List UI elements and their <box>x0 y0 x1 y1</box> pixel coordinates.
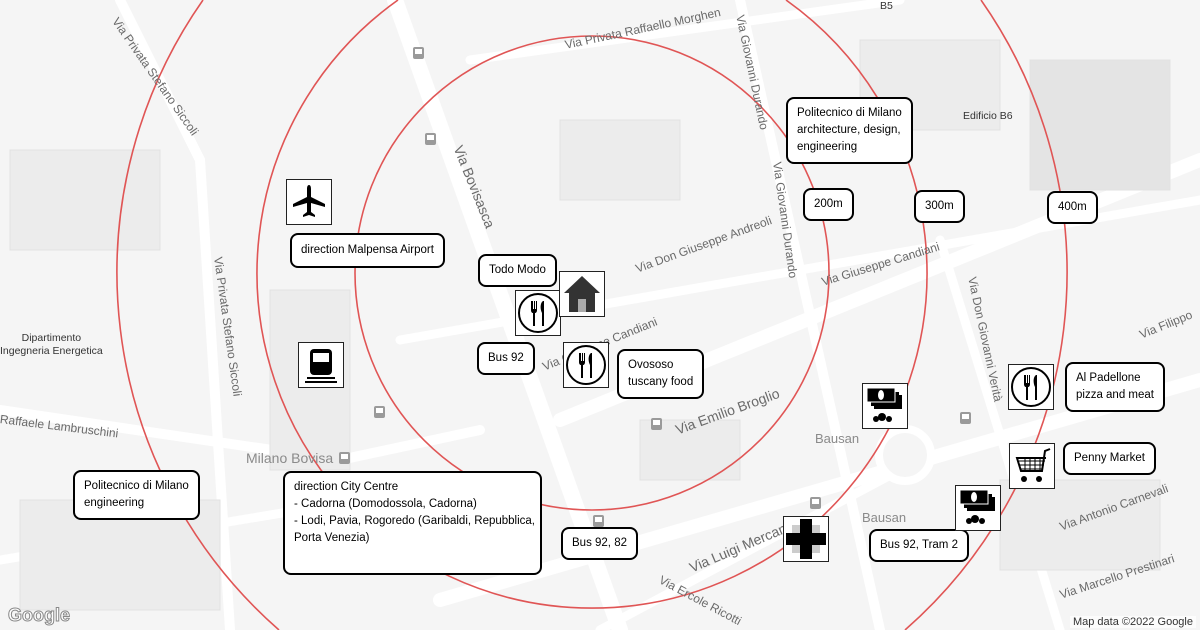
road <box>115 0 235 630</box>
label-200m: 200m <box>803 188 854 221</box>
label-bus-92-tram-2: Bus 92, Tram 2 <box>869 529 969 562</box>
bus-stop-icon[interactable] <box>374 406 385 418</box>
restaurant-icon[interactable] <box>1008 364 1054 410</box>
map-attribution[interactable]: Map data ©2022 Google <box>1069 616 1196 628</box>
bus-stop-icon[interactable] <box>960 412 971 424</box>
label-300m: 300m <box>914 190 965 223</box>
poi-bausan[interactable]: Bausan <box>862 510 907 525</box>
train-station-icon[interactable] <box>339 452 350 464</box>
poi-milano-bovisa[interactable]: Milano Bovisa <box>246 450 334 466</box>
bus-stop-icon[interactable] <box>593 515 604 527</box>
radius-ring-400m <box>116 0 280 630</box>
bus-stop-icon[interactable] <box>413 47 424 59</box>
hospital-icon[interactable] <box>783 516 829 562</box>
radius-ring-300m <box>256 0 928 609</box>
label-polimi-engineering: Politecnico di Milano engineering <box>73 470 200 520</box>
roundabout <box>875 425 935 485</box>
road <box>935 235 1065 630</box>
poi-bausan[interactable]: Bausan <box>815 431 860 446</box>
bus-stop-icon[interactable] <box>425 133 436 145</box>
label-al-padellone: Al Padellone pizza and meat <box>1065 362 1165 412</box>
atm-icon[interactable] <box>955 485 1001 531</box>
building <box>9 149 161 251</box>
bus-stop-icon[interactable] <box>651 418 662 430</box>
bus-stop-icon[interactable] <box>810 497 821 509</box>
road <box>465 0 905 65</box>
shopping-cart-icon[interactable] <box>1009 443 1055 489</box>
poi-edificio-b6[interactable]: Edificio B6 <box>963 110 1013 122</box>
label-malpensa: direction Malpensa Airport <box>290 233 445 268</box>
label-bus-92: Bus 92 <box>477 342 535 375</box>
radius-ring-400m <box>904 0 1068 630</box>
building <box>1029 59 1171 191</box>
building <box>559 119 681 201</box>
train-icon[interactable] <box>298 342 344 388</box>
label-city-centre: direction City Centre - Cadorna (Domodos… <box>283 471 542 575</box>
restaurant-icon[interactable] <box>515 290 561 336</box>
poi-dipartimento[interactable]: Dipartimento Ingegneria Energetica <box>0 332 103 357</box>
label-penny-market: Penny Market <box>1063 442 1156 475</box>
road <box>433 373 1200 607</box>
atm-icon[interactable] <box>862 383 908 429</box>
road <box>387 0 628 630</box>
label-bus-92-82: Bus 92, 82 <box>561 527 638 560</box>
label-400m: 400m <box>1047 191 1098 224</box>
home-icon[interactable] <box>559 271 605 317</box>
label-polimi-architecture: Politecnico di Milano architecture, desi… <box>786 97 913 164</box>
google-logo: Google <box>8 605 71 626</box>
poi-b5[interactable]: B5 <box>880 0 893 12</box>
label-ovososo: Ovososo tuscany food <box>617 349 705 399</box>
label-todo-modo: Todo Modo <box>478 254 557 287</box>
road <box>735 0 885 630</box>
airplane-icon[interactable] <box>286 179 332 225</box>
radius-ring-200m <box>354 35 830 511</box>
restaurant-icon[interactable] <box>563 342 609 388</box>
building <box>999 479 1161 571</box>
